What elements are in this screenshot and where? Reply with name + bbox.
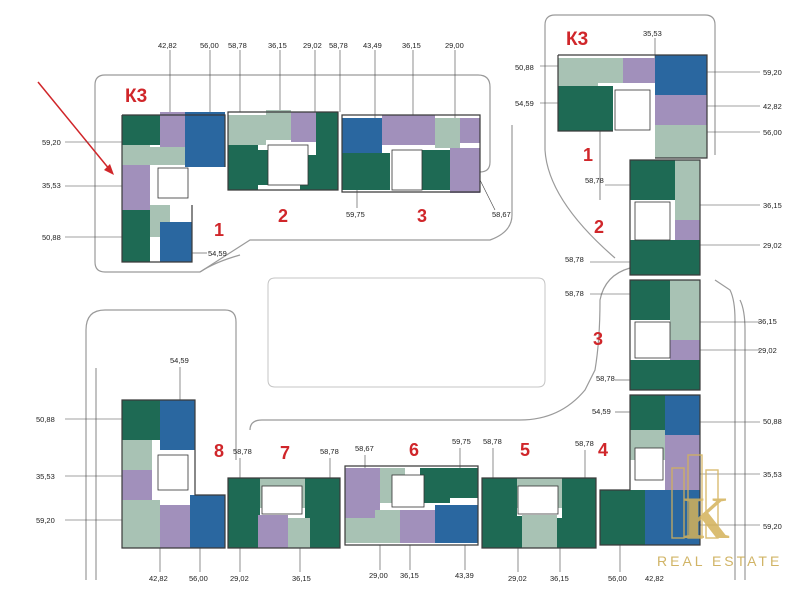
logo-text: REAL ESTATE bbox=[657, 553, 782, 569]
area-label: 58,78 bbox=[585, 176, 604, 185]
area-label: 56,00 bbox=[200, 41, 219, 50]
site-outlines bbox=[85, 14, 746, 580]
section-bottom-7 bbox=[227, 477, 341, 549]
area-label: 50,88 bbox=[36, 415, 55, 424]
section-right-2 bbox=[629, 159, 701, 276]
area-label: 58,78 bbox=[596, 374, 615, 383]
area-label: 29,00 bbox=[445, 41, 464, 50]
area-label: 35,53 bbox=[643, 29, 662, 38]
area-label: 54,59 bbox=[592, 407, 611, 416]
area-label: 59,75 bbox=[452, 437, 471, 446]
section-number-right-2: 2 bbox=[594, 217, 604, 237]
area-label: 58,78 bbox=[233, 447, 252, 456]
area-label: 56,00 bbox=[608, 574, 627, 583]
area-label: 29,02 bbox=[763, 241, 782, 250]
area-label: 29,02 bbox=[758, 346, 777, 355]
section-number-bottom-7: 7 bbox=[280, 443, 290, 463]
area-label: 54,59 bbox=[515, 99, 534, 108]
area-label: 56,00 bbox=[763, 128, 782, 137]
area-label: 59,75 bbox=[346, 210, 365, 219]
area-label: 50,88 bbox=[763, 417, 782, 426]
area-label: 59,20 bbox=[36, 516, 55, 525]
area-label: 29,00 bbox=[369, 571, 388, 580]
section-left-1 bbox=[121, 112, 226, 263]
area-label: 35,53 bbox=[42, 181, 61, 190]
area-label: 58,78 bbox=[329, 41, 348, 50]
area-label: 42,82 bbox=[149, 574, 168, 583]
section-bottom-5 bbox=[481, 477, 597, 549]
area-label: 59,20 bbox=[763, 68, 782, 77]
leader-lines bbox=[65, 38, 760, 572]
area-label: 42,82 bbox=[645, 574, 664, 583]
section-number-left-2: 2 bbox=[278, 206, 288, 226]
section-number-bottom-8: 8 bbox=[214, 441, 224, 461]
area-label: 58,78 bbox=[565, 255, 584, 264]
area-label: 58,78 bbox=[228, 41, 247, 50]
area-label: 35,53 bbox=[36, 472, 55, 481]
area-label: 29,02 bbox=[230, 574, 249, 583]
area-label: 43,39 bbox=[455, 571, 474, 580]
pointer-arrow bbox=[37, 81, 114, 175]
section-left-2 bbox=[227, 110, 339, 191]
block-label-k3-right: К3 bbox=[566, 29, 588, 50]
area-label: 36,15 bbox=[550, 574, 569, 583]
area-label: 58,78 bbox=[320, 447, 339, 456]
area-label: 42,82 bbox=[763, 102, 782, 111]
area-label: 58,67 bbox=[492, 210, 511, 219]
area-label: 35,53 bbox=[763, 470, 782, 479]
area-label: 36,15 bbox=[763, 201, 782, 210]
area-label: 42,82 bbox=[158, 41, 177, 50]
section-right-1 bbox=[557, 54, 708, 159]
area-label: 36,15 bbox=[268, 41, 287, 50]
section-number-left-3: 3 bbox=[417, 206, 427, 226]
section-number-bottom-5: 5 bbox=[520, 440, 530, 460]
area-label: 59,20 bbox=[42, 138, 61, 147]
area-label: 58,78 bbox=[575, 439, 594, 448]
area-label: 58,78 bbox=[565, 289, 584, 298]
area-label: 36,15 bbox=[292, 574, 311, 583]
section-number-right-1: 1 bbox=[583, 145, 593, 165]
section-bottom-6 bbox=[344, 465, 479, 546]
area-label: 54,59 bbox=[208, 249, 227, 258]
area-label: 58,78 bbox=[483, 437, 502, 446]
section-number-bottom-6: 6 bbox=[409, 440, 419, 460]
block-label-k3-left: К3 bbox=[125, 86, 147, 107]
area-label: 59,20 bbox=[763, 522, 782, 531]
area-label: 29,02 bbox=[303, 41, 322, 50]
section-number-right-3: 3 bbox=[593, 329, 603, 349]
logo-mark: K bbox=[683, 485, 730, 551]
area-label: 56,00 bbox=[189, 574, 208, 583]
area-label: 29,02 bbox=[508, 574, 527, 583]
area-label: 36,15 bbox=[402, 41, 421, 50]
brand-logo: K REAL ESTATE bbox=[657, 454, 782, 569]
area-label: 36,15 bbox=[758, 317, 777, 326]
area-label: 50,88 bbox=[515, 63, 534, 72]
area-label: 50,88 bbox=[42, 233, 61, 242]
section-number-right-4: 4 bbox=[598, 440, 608, 460]
area-label: 54,59 bbox=[170, 356, 189, 365]
area-labels: 42,82 56,00 59,20 35,53 50,88 54,59 58,7… bbox=[36, 29, 782, 583]
area-label: 58,67 bbox=[355, 444, 374, 453]
section-number-left-1: 1 bbox=[214, 220, 224, 240]
area-label: 36,15 bbox=[400, 571, 419, 580]
area-label: 43,49 bbox=[363, 41, 382, 50]
section-left-3 bbox=[341, 114, 481, 193]
section-bottom-8 bbox=[121, 399, 226, 549]
section-right-3 bbox=[629, 279, 701, 391]
